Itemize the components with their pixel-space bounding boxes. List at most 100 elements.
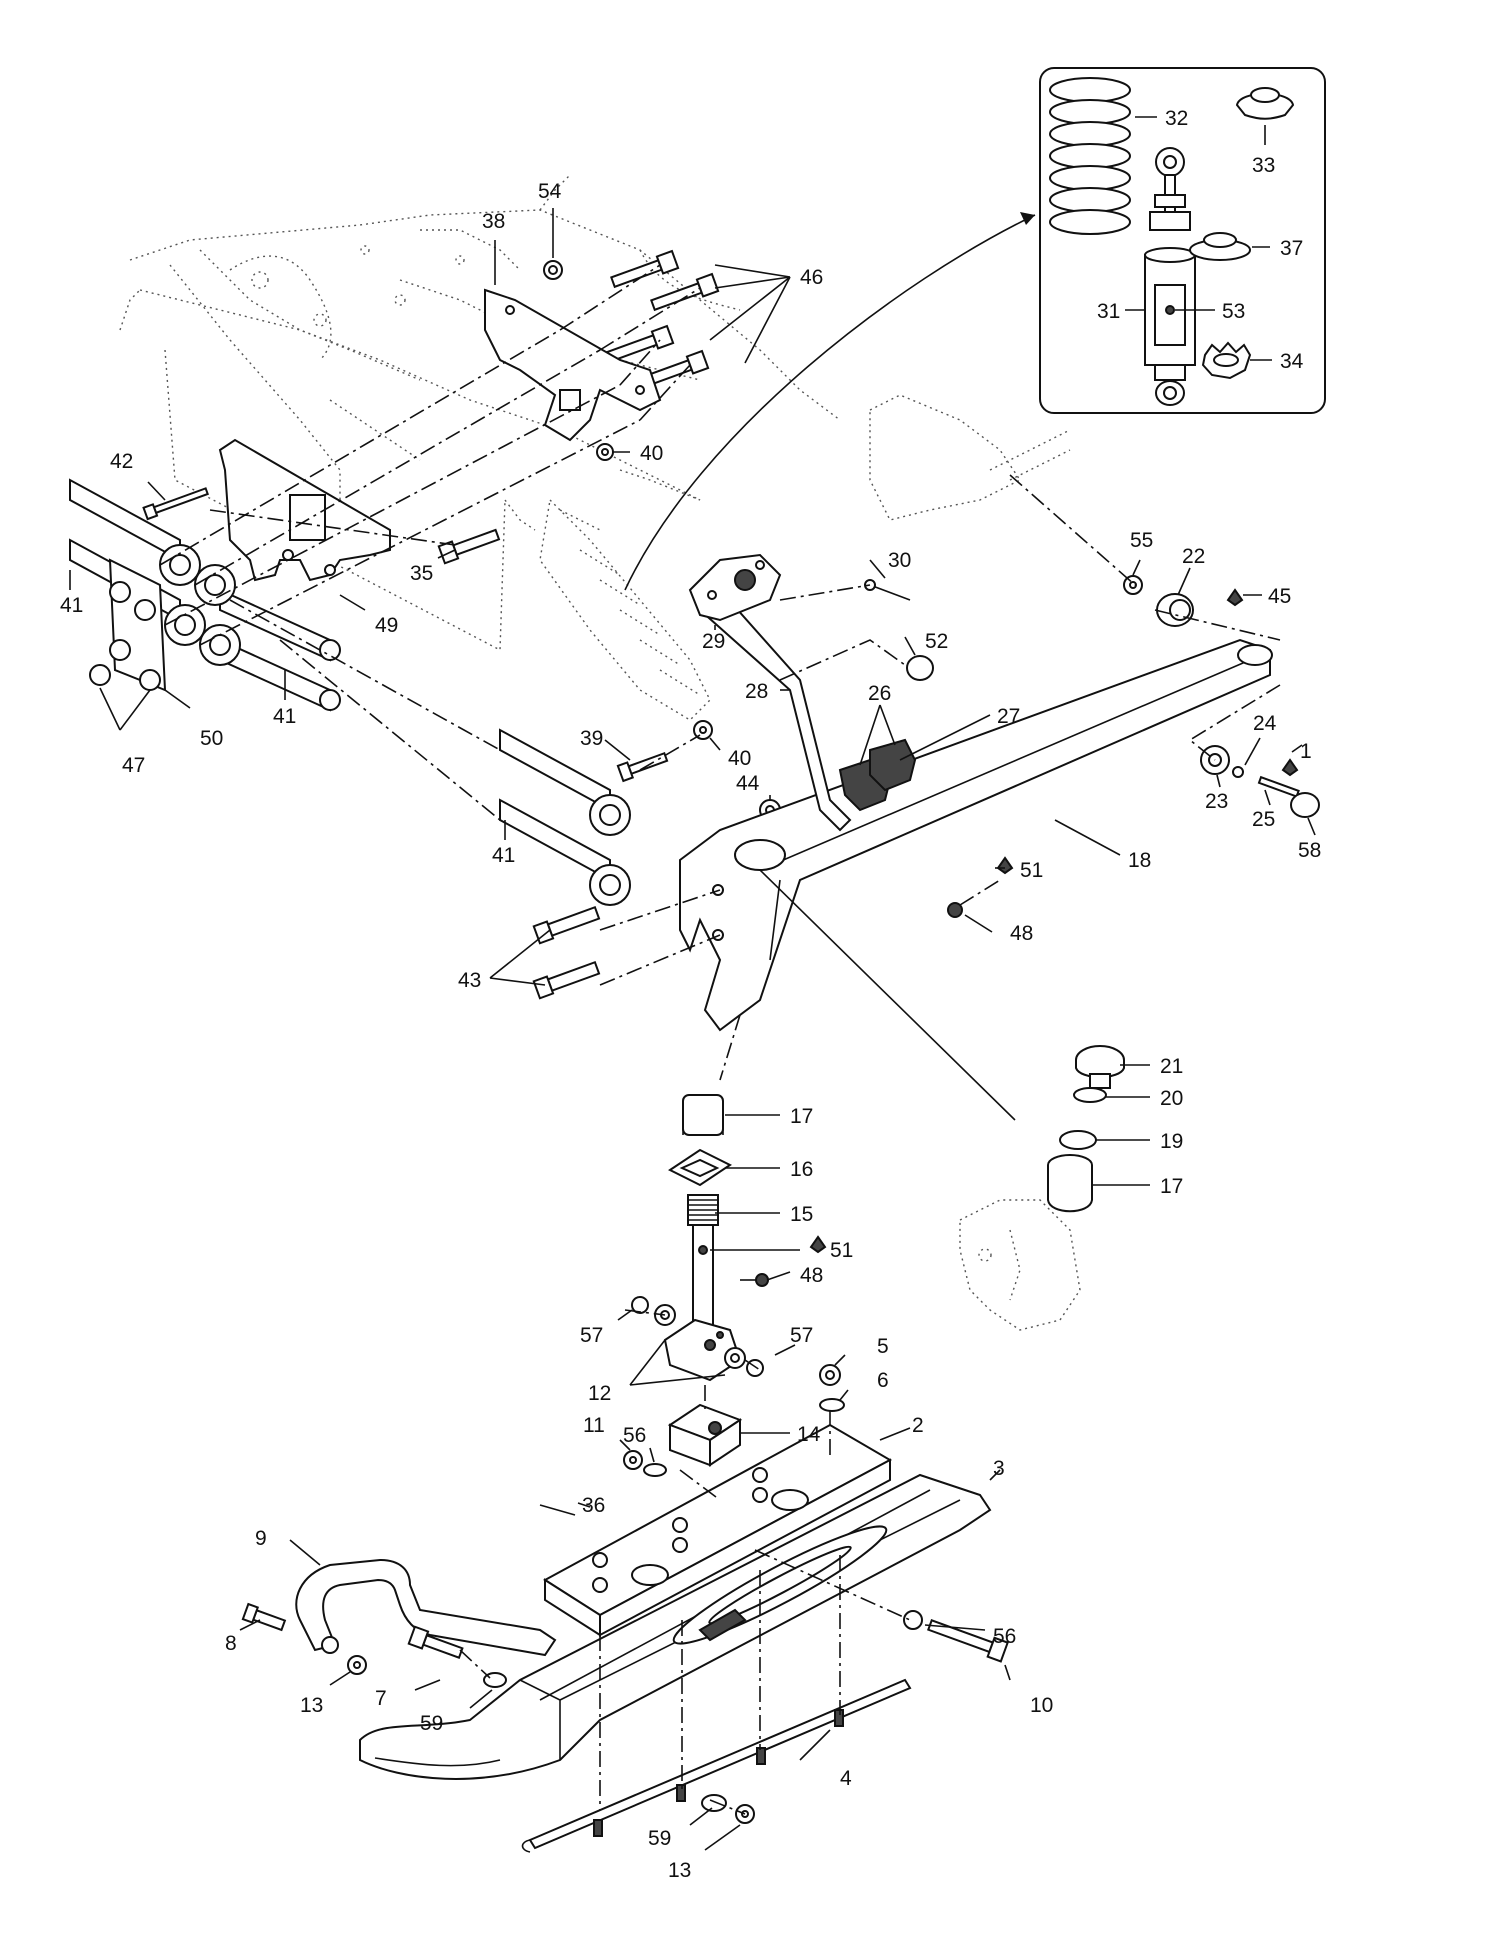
pin-36 — [539, 1504, 576, 1516]
cap-21 — [1075, 1045, 1125, 1089]
callout-31: 31 — [1097, 300, 1120, 323]
callout-2: 2 — [912, 1414, 924, 1437]
callout-59-lower: 59 — [648, 1827, 671, 1850]
leader-lines — [69, 116, 1316, 1851]
callout-4: 4 — [840, 1767, 852, 1790]
nut-40-upper — [596, 443, 614, 461]
callout-57-right: 57 — [790, 1324, 813, 1347]
callout-51-upper: 51 — [1020, 859, 1043, 882]
callout-32: 32 — [1165, 107, 1188, 130]
nut-13-upper — [347, 1655, 367, 1675]
seat-37 — [1189, 232, 1251, 261]
callout-17-upper: 17 — [790, 1105, 813, 1128]
callout-26: 26 — [868, 682, 891, 705]
callout-40-lower: 40 — [728, 747, 751, 770]
bolt-7 — [407, 1625, 464, 1659]
knuckle-ghost — [959, 1199, 1081, 1331]
spring-32 — [1049, 77, 1131, 235]
callout-34: 34 — [1280, 350, 1304, 373]
callout-46: 46 — [800, 266, 823, 289]
callout-42: 42 — [110, 450, 133, 473]
washer-55 — [1123, 575, 1143, 595]
washer-19 — [1059, 1130, 1097, 1150]
pin-30 — [864, 579, 911, 601]
nut-11-washer-56 — [623, 1450, 667, 1477]
bolt-39 — [616, 720, 713, 783]
callout-5: 5 — [877, 1335, 889, 1358]
callout-40-upper: 40 — [640, 442, 663, 465]
callout-10: 10 — [1030, 1694, 1053, 1717]
callout-3: 3 — [993, 1457, 1005, 1480]
callout-48-upper: 48 — [1010, 922, 1033, 945]
cup-33 — [1235, 87, 1295, 120]
link-plate-29 — [688, 553, 782, 622]
spindle-hardware — [631, 1296, 764, 1377]
callout-11: 11 — [583, 1414, 605, 1437]
callout-19: 19 — [1160, 1130, 1183, 1153]
bushings — [159, 544, 631, 906]
clip-20 — [1073, 1087, 1107, 1103]
callout-41-mid: 41 — [273, 705, 296, 728]
callout-41-left: 41 — [60, 594, 83, 617]
callout-36: 36 — [582, 1494, 605, 1517]
callout-13-upper: 13 — [300, 1694, 323, 1717]
trailing-arm-18 — [679, 638, 1273, 1032]
callout-57-left: 57 — [580, 1324, 603, 1347]
callout-23: 23 — [1205, 790, 1228, 813]
grease-fitting-48-lower — [755, 1273, 769, 1287]
adjuster-34 — [1201, 341, 1252, 380]
bolt-8 — [241, 1602, 287, 1632]
grease-fittings-upper — [947, 856, 1014, 918]
bolt-10 — [903, 1610, 1009, 1663]
callout-52: 52 — [925, 630, 948, 653]
callout-6: 6 — [877, 1369, 889, 1392]
wear-bar-4 — [521, 1678, 912, 1853]
assembly-lines — [159, 264, 1281, 1815]
nut-54 — [543, 260, 563, 280]
ski-leg-2 — [543, 1423, 893, 1637]
callout-18: 18 — [1128, 849, 1151, 872]
callout-56-upper: 56 — [623, 1424, 646, 1447]
grease-45 — [1226, 588, 1244, 607]
block-14 — [667, 1403, 743, 1467]
callout-20: 20 — [1160, 1087, 1183, 1110]
rail-mount-ghost — [869, 394, 1071, 521]
callout-24: 24 — [1253, 712, 1277, 735]
callout-38: 38 — [482, 210, 505, 233]
callout-13-lower: 13 — [668, 1859, 691, 1882]
callout-30: 30 — [888, 549, 911, 572]
spindle-assembly — [663, 1094, 742, 1382]
bushing-17-upper-group — [682, 1115, 724, 1135]
bracket-49 — [218, 438, 391, 582]
bracket-38 — [484, 288, 662, 442]
callout-53: 53 — [1222, 300, 1245, 323]
callout-15: 15 — [790, 1203, 813, 1226]
callout-59-upper: 59 — [420, 1712, 443, 1735]
bolt-42 — [142, 487, 209, 521]
callout-39: 39 — [580, 727, 603, 750]
callout-51-lower: 51 — [830, 1239, 853, 1262]
nut-5-washer-6 — [819, 1364, 845, 1412]
callout-44: 44 — [736, 772, 760, 795]
callout-49: 49 — [375, 614, 398, 637]
clamps-26 — [838, 738, 917, 812]
callout-43: 43 — [458, 969, 481, 992]
callout-8: 8 — [225, 1632, 237, 1655]
callout-48-lower: 48 — [800, 1264, 823, 1287]
callout-41-right: 41 — [492, 844, 515, 867]
callout-45: 45 — [1268, 585, 1291, 608]
callout-37: 37 — [1280, 237, 1303, 260]
callout-35: 35 — [410, 562, 433, 585]
plate-50 — [89, 558, 167, 692]
callout-25: 25 — [1252, 808, 1275, 831]
callout-28: 28 — [745, 680, 768, 703]
callout-1: 1 — [1300, 740, 1312, 763]
washer-59-nut-13-lower — [701, 1794, 755, 1824]
bolts-43 — [532, 905, 601, 1000]
callout-17-right: 17 — [1160, 1175, 1183, 1198]
callout-22: 22 — [1182, 545, 1205, 568]
callout-58: 58 — [1298, 839, 1321, 862]
callout-55: 55 — [1130, 529, 1153, 552]
callout-7: 7 — [375, 1687, 387, 1710]
